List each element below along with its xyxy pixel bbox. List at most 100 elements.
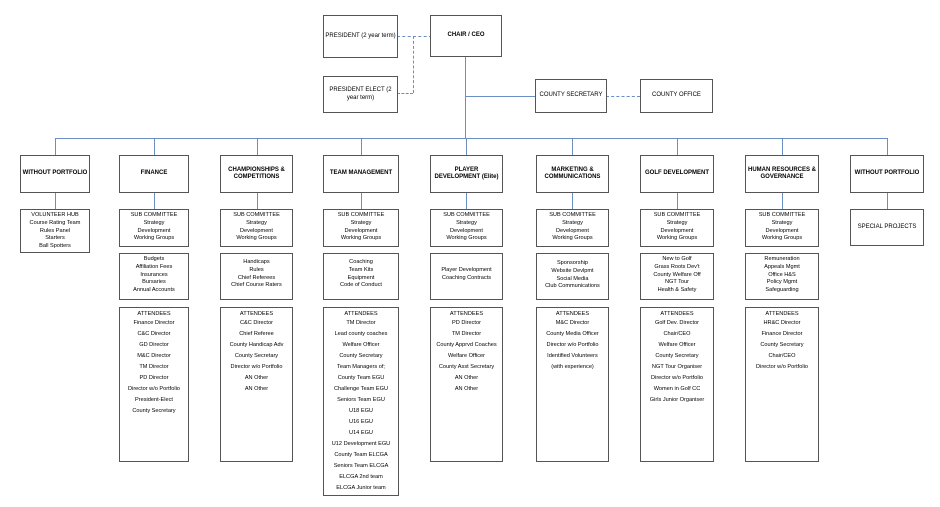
column-6-task-list: New to Golf Grass Roots Dev't County Wel… [640, 253, 714, 300]
column-5-attendee-list: ATTENDEES M&C Director County Media Offi… [536, 307, 609, 462]
column-5-title: MARKETING & COMMUNICATIONS [544, 166, 601, 181]
list-item: Golf Dev. Director [654, 320, 700, 326]
list-item: Grass Roots Dev't [654, 263, 700, 270]
list-item: Safeguarding [765, 287, 799, 294]
attendees-heading: ATTENDEES [239, 311, 274, 317]
list-item: Development [660, 227, 694, 234]
list-item: Welfare Officer [658, 342, 696, 348]
column-6-sub-list: SUB COMMITTEE Strategy Development Worki… [640, 209, 714, 247]
column-5-header: MARKETING & COMMUNICATIONS [536, 155, 609, 193]
column-4-header: PLAYER DEVELOPMENT (Elite) [430, 155, 503, 193]
list-item: Welfare Officer [447, 353, 486, 359]
list-item: County Secretary [132, 408, 176, 414]
column-3-attendee-list: ATTENDEES TM Director Lead county coache… [323, 307, 399, 496]
list-item: Working Groups [656, 235, 698, 242]
attendees-heading: ATTENDEES [555, 311, 590, 317]
list-item: Code of Conduct [340, 282, 382, 289]
chair-ceo-label: CHAIR / CEO [447, 32, 485, 39]
list-item: SUB COMMITTEE [549, 212, 596, 218]
list-item: M&C Director [137, 353, 171, 359]
list-item: Seniors Team ELCGA [333, 463, 389, 469]
column-0-sub-list: VOLUNTEER HUB Course Rating Team Rules P… [20, 209, 90, 253]
attendees-heading: ATTENDEES [344, 311, 378, 317]
list-item: New to Golf [662, 256, 692, 262]
list-item: Identified Volunteers [547, 353, 598, 359]
column-7-header: HUMAN RESOURCES & GOVERNANCE [745, 155, 819, 193]
list-item: Development [344, 227, 378, 234]
county-office-box: COUNTY OFFICE [640, 79, 713, 113]
column-5-sub-list: SUB COMMITTEE Strategy Development Worki… [536, 209, 609, 247]
list-item: SUB COMMITTEE [443, 212, 490, 218]
list-item: AN Other [454, 375, 479, 381]
list-item: U12 Development EGU [331, 441, 391, 447]
list-item: Working Groups [133, 235, 175, 242]
list-item: Development [137, 227, 171, 234]
list-item: Development [556, 227, 589, 234]
list-item: TM Director [346, 320, 376, 326]
list-item: Development [240, 227, 273, 234]
list-item: AN Other [244, 386, 269, 392]
list-item: County Media Officer [546, 331, 599, 337]
list-item: Equipment [347, 274, 375, 281]
column-3-header: TEAM MANAGEMENT [323, 155, 399, 193]
list-item: PD Director [139, 375, 169, 381]
president-elect-box: PRESIDENT ELECT (2 year term) [323, 76, 398, 113]
president-elect-label: PRESIDENT ELECT (2 year term) [329, 87, 392, 101]
list-item: SPECIAL PROJECTS [857, 223, 917, 230]
list-item: Finance Director [761, 331, 803, 337]
list-item: Handicaps [243, 259, 270, 265]
list-item: Player Development [441, 267, 492, 273]
list-item: Chief Referees [237, 274, 276, 281]
president-label: PRESIDENT (2 year term) [325, 32, 396, 39]
list-item: President-Elect [135, 397, 173, 403]
secretary-office-dashed-line [606, 96, 640, 97]
list-item: U18 EGU [349, 408, 373, 414]
list-item: County Apprvd Coaches [436, 342, 497, 348]
list-item: County Secretary [655, 353, 699, 359]
list-item: Rules Panel [39, 227, 71, 234]
list-item: PD Director [452, 320, 481, 326]
list-item: SUB COMMITTEE [337, 212, 385, 218]
list-item: Strategy [771, 219, 793, 226]
list-item: Seniors Team EGU [337, 397, 385, 403]
column-4-task-list: Player Development Coaching Contracts [430, 253, 503, 300]
column-6-attendee-list: ATTENDEES Golf Dev. Director Chair/CEO W… [640, 307, 714, 462]
list-item: Ball Spotters [39, 243, 71, 250]
column-2-title: CHAMPIONSHIPS & COMPETITIONS [228, 166, 285, 181]
column-7-sub-list: SUB COMMITTEE Strategy Development Worki… [745, 209, 819, 247]
column-6-title: GOLF DEVELOPMENT [644, 170, 709, 177]
list-item: Chair/CEO [768, 353, 796, 359]
column-4-title: PLAYER DEVELOPMENT (Elite) [434, 166, 499, 181]
list-item: AN Other [244, 375, 269, 381]
list-item: Starters [45, 235, 65, 242]
list-item: Insurances [140, 271, 168, 278]
list-item: Policy Mgmt [766, 279, 798, 286]
attendees-heading: ATTENDEES [449, 311, 484, 317]
list-item: Chair/CEO [663, 331, 691, 337]
column-2-header: CHAMPIONSHIPS & COMPETITIONS [220, 155, 293, 193]
column-1-task-list: Budgets Affiliation Fees Insurances Burs… [119, 253, 189, 300]
list-item: NGT Tour [664, 279, 690, 286]
list-item: Strategy [666, 219, 688, 226]
column-1-header: FINANCE [119, 155, 189, 193]
list-item: Annual Accounts [133, 287, 175, 294]
list-item: VOLUNTEER HUB [31, 212, 79, 218]
list-item: Chief Referee [239, 331, 274, 337]
list-item: SUB COMMITTEE [130, 212, 178, 218]
list-item: Working Groups [552, 235, 593, 242]
list-item: Challenge Team EGU [334, 386, 388, 392]
president-elect-dashed-hline [397, 93, 413, 94]
column-8-title: WITHOUT PORTFOLIO [854, 170, 920, 177]
column-7-attendee-list: ATTENDEES HR&C Director Finance Director… [745, 307, 819, 462]
list-item: Director w/o Portfolio [546, 342, 599, 348]
list-item: Bursaries [142, 279, 166, 286]
chair-secretary-line [465, 96, 535, 97]
list-item: County Secretary [760, 342, 804, 348]
list-item: Lead county coaches [334, 331, 388, 337]
list-item: SUB COMMITTEE [758, 212, 806, 218]
column-6-header: GOLF DEVELOPMENT [640, 155, 714, 193]
list-item: Director w/o Portfolio [756, 364, 808, 370]
list-item: TM Director [139, 364, 169, 370]
column-1-attendee-list: ATTENDEES Finance Director C&C Director … [119, 307, 189, 462]
column-7-title: HUMAN RESOURCES & GOVERNANCE [747, 166, 816, 181]
